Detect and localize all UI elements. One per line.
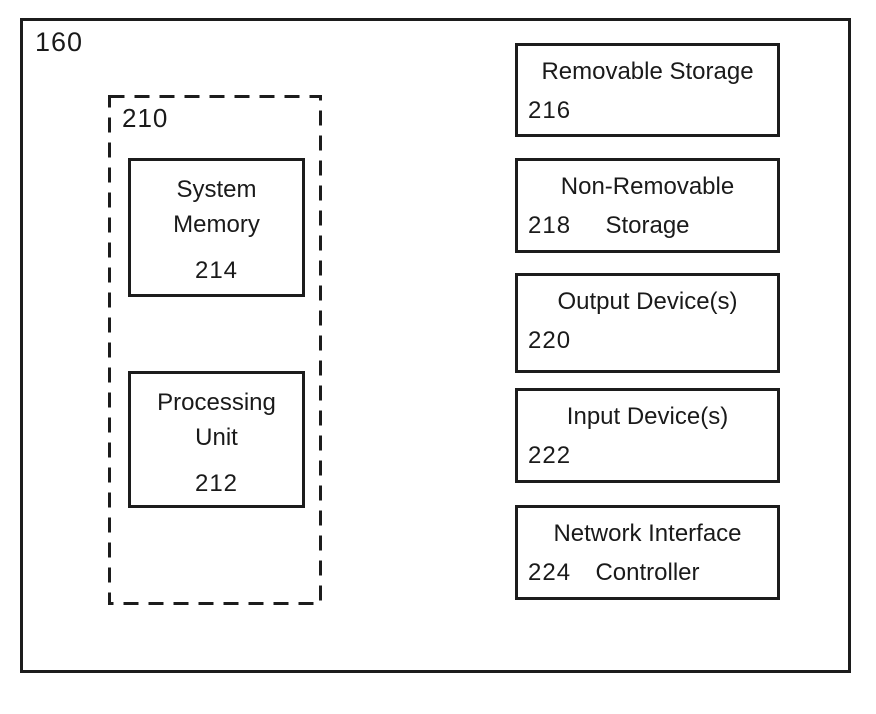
system-memory-number: 214 [194,257,239,284]
output-devices-title: Output Device(s) [557,288,738,315]
non-removable-storage-box: Non-Removable 218 Storage [515,158,780,253]
network-interface-controller-box: Network Interface 224 Controller [515,505,780,600]
network-interface-controller-line2-text: Controller [595,559,700,586]
computing-device-box-160: 160 210 System Memory 214 Processing Uni… [20,18,851,673]
network-interface-controller-title: Network Interface [553,520,742,547]
non-removable-storage-number: 218 [528,212,572,239]
non-removable-storage-line2-text: Storage [605,212,690,239]
output-devices-box: Output Device(s) 220 [515,273,780,373]
input-devices-box: Input Device(s) 222 [515,388,780,483]
processor-group-label: 210 [122,103,169,133]
input-devices-title: Input Device(s) [566,403,729,430]
removable-storage-number: 216 [528,97,572,124]
network-interface-controller-number: 224 [528,559,572,586]
processing-unit-title-line1: Processing [157,389,276,416]
removable-storage-box: Removable Storage 216 [515,43,780,137]
system-memory-box: System Memory 214 [128,158,305,297]
processing-unit-title-line2: Unit [195,424,238,451]
removable-storage-title: Removable Storage [541,58,754,85]
processing-unit-box: Processing Unit 212 [128,371,305,508]
processor-group-210: 210 System Memory 214 Processing Unit 21… [108,95,322,605]
system-memory-title-line2: Memory [173,211,260,238]
input-devices-number: 222 [528,442,572,469]
non-removable-storage-title: Non-Removable [560,173,735,200]
processing-unit-number: 212 [194,470,239,497]
dashed-boundary [108,95,322,605]
output-devices-number: 220 [528,327,572,354]
system-memory-title-line1: System [176,176,257,203]
computing-device-label: 160 [35,27,84,57]
